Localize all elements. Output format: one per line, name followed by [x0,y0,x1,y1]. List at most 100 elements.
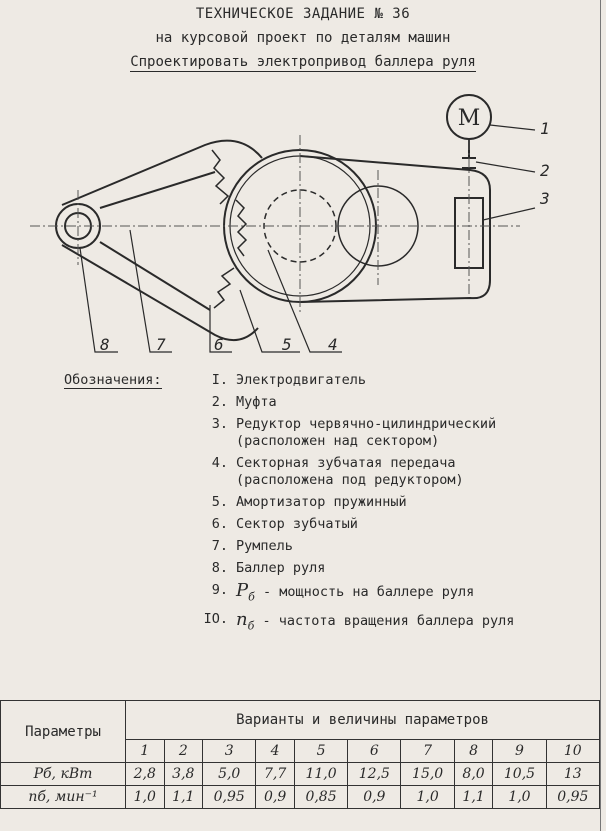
variant-number-cell: 4 [255,739,295,763]
legend-item: IO. nб - частота вращения баллера руля [194,608,606,635]
leader-6 [209,305,232,353]
callout-4: 4 [328,335,338,354]
legend-item-number: IO. [203,610,228,627]
tiller-outline-top [61,139,263,206]
value-cell: 7,7 [255,762,295,786]
legend-item: 6. Сектор зубчатый [194,516,606,533]
legend-item-number: 6. [211,516,228,532]
value-cell: 1,0 [492,785,547,809]
legend-item-number: 9. [211,582,228,598]
param-header-cell: Параметры [0,700,126,763]
legend-item-text: Сектор зубчатый [236,516,358,532]
variant-number-cell: 7 [400,739,455,763]
reducer-housing [299,155,491,303]
legend-item: 3. Редуктор червячно-цилиндрический (расп… [194,416,606,450]
value-cell: 5,0 [202,762,257,786]
legend-item-number: 2. [211,394,228,410]
legend-item-number: 3. [211,416,228,432]
legend-item: 4. Секторная зубчатая передача (расположе… [194,455,606,489]
legend-item: 7. Румпель [194,538,606,555]
value-cell: 1,0 [125,785,165,809]
legend-item-number: I. [211,372,228,388]
legend-symbol: nб [236,608,255,633]
legend-item-number: 4. [211,455,228,471]
leader-2 [475,161,536,173]
variant-number-cell: 2 [163,739,204,763]
value-cell: 2,8 [125,762,165,786]
leader-7 [129,229,172,353]
value-cell: 12,5 [347,762,402,786]
task-statement-text: Спроектировать электропривод баллера рул… [130,54,476,72]
value-cell: 1,1 [453,785,494,809]
legend-list: I. Электродвигатель 2. Муфта 3. Редуктор черв… [194,372,606,639]
motor-letter: M [458,106,481,131]
document-title: ТЕХНИЧЕСКОЕ ЗАДАНИЕ № 36 [195,6,411,22]
legend-item-text: Pб - мощность на баллере руля [236,580,475,604]
callout-3: 3 [539,189,550,208]
legend-item: 9. Pб - мощность на баллере руля [194,582,606,606]
legend-item-number: 5. [211,494,228,510]
row-label-cell: nб, мин⁻¹ [0,785,126,809]
legend-item-text: Муфта [236,394,277,410]
tiller-inner-top [99,171,216,209]
legend-item-number: 8. [211,560,228,576]
value-cell: 13 [545,762,601,786]
legend-title: Обозначения: [64,372,162,389]
variant-number-cell: 6 [347,739,402,763]
value-cell: 10,5 [492,762,547,786]
legend-item-text: Румпель [236,538,293,554]
leader-1 [489,124,536,131]
row-label-cell: Pб, кВт [0,762,126,786]
variants-header-cell: Варианты и величины параметров [125,700,600,740]
page-border [600,0,601,831]
value-cell: 8,0 [453,762,494,786]
legend-item-text: Баллер руля [236,560,326,576]
callout-8: 8 [100,335,110,354]
value-cell: 1,1 [163,785,204,809]
value-cell: 0,9 [255,785,295,809]
leader-3 [482,207,536,221]
callout-6: 6 [214,335,224,354]
leader-8 [79,247,118,353]
legend-item: 2. Муфта [194,394,606,411]
legend-item-text: Амортизатор пружинный [236,494,407,510]
parameters-table: Параметры Варианты и величины параметров… [0,700,601,809]
spring-top [211,149,230,205]
callout-2: 2 [540,161,550,180]
value-cell: 3,8 [163,762,204,786]
mechanism-diagram: M 1 2 3 8 7 6 5 4 [30,94,550,354]
value-cell: 15,0 [400,762,455,786]
legend-symbol: Pб [236,580,255,604]
spring-bottom [213,267,235,309]
legend-item: I. Электродвигатель [194,372,606,389]
value-cell: 1,0 [400,785,455,809]
legend-item-text: Электродвигатель [236,372,367,388]
tiller-inner-bottom [99,241,211,311]
legend-item: 8. Баллер руля [194,560,606,577]
legend-item-text: Редуктор червячно-цилиндрический (распол… [236,416,497,449]
callout-1: 1 [540,119,550,138]
motor [446,94,492,140]
legend-item: 5. Амортизатор пружинный [194,494,606,511]
variant-number-cell: 8 [453,739,494,763]
value-cell: 0,9 [347,785,402,809]
variant-number-cell: 5 [293,739,349,763]
callout-7: 7 [156,335,166,354]
legend-item-text: Секторная зубчатая передача (расположена… [236,455,464,488]
callout-5: 5 [282,335,292,354]
document-subtitle: на курсовой проект по деталям машин [155,30,451,46]
value-cell: 0,85 [293,785,349,809]
leader-5 [239,289,300,353]
variant-number-cell: 1 [125,739,165,763]
legend-item-text: nб - частота вращения баллера руля [236,608,515,633]
value-cell: 0,95 [202,785,257,809]
task-statement: Спроектировать электропривод баллера рул… [0,54,606,72]
variant-number-cell: 10 [545,739,601,763]
legend-item-number: 7. [211,538,228,554]
sector-teeth [235,199,248,257]
variant-number-cell: 3 [202,739,257,763]
